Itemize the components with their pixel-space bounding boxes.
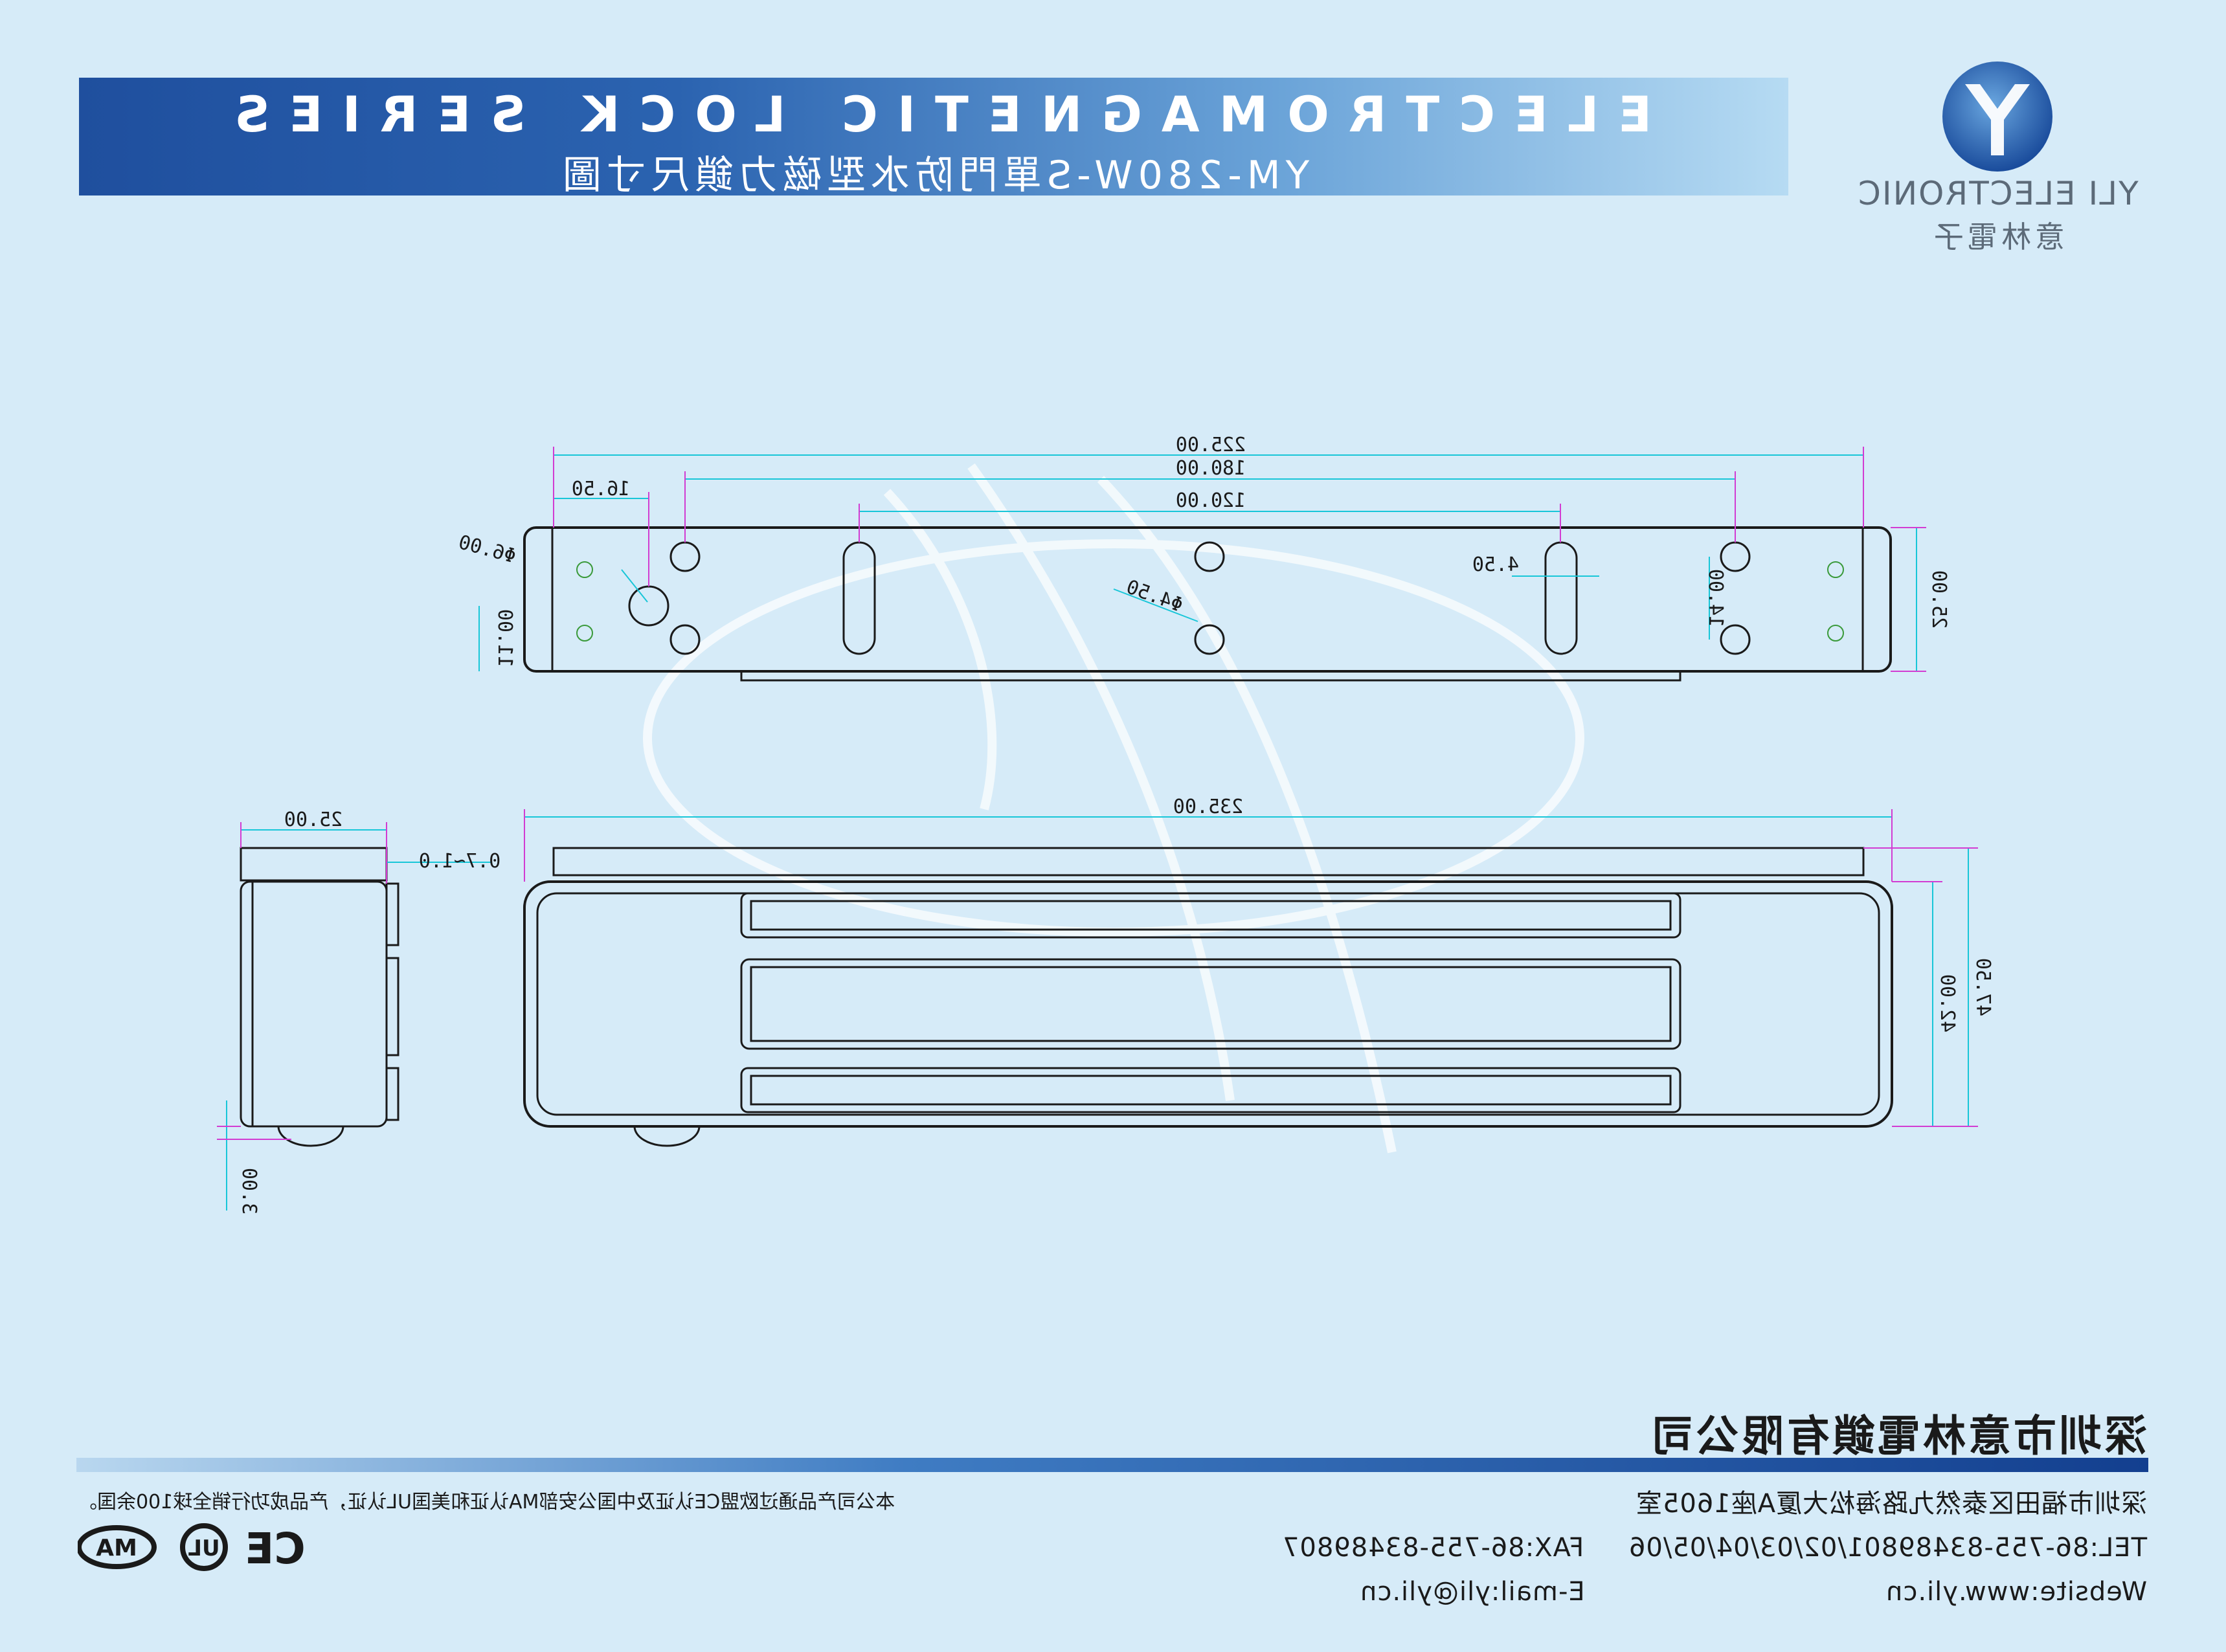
front-dimension-labels: 235.00 42.00 47.50 <box>1173 796 1994 1032</box>
svg-text:UL: UL <box>188 1535 219 1561</box>
watermark-logo <box>643 463 1584 1154</box>
ce-icon: CE <box>245 1524 306 1574</box>
dim-225: 225.00 <box>1176 434 1246 456</box>
dim-120: 120.00 <box>1176 489 1246 512</box>
side-dimension-lines <box>217 822 492 1211</box>
fax: FAX:86-755-83489807 <box>1282 1533 1584 1563</box>
dim-235: 235.00 <box>1173 796 1243 818</box>
company-logo: YLI ELECTRONIC 意林電子 <box>1845 58 2150 259</box>
front-dimension-lines <box>524 809 1978 1127</box>
svg-text:MA: MA <box>96 1535 137 1561</box>
dim-phi-6: Φ6.00 <box>456 531 518 568</box>
dim-25-right: 25.00 <box>1928 570 1950 629</box>
company-name: 深圳市意林電鎖有限公司 <box>1648 1411 2147 1461</box>
dim-3: 3.00 <box>238 1168 260 1214</box>
dim-14: 14.00 <box>1704 569 1727 627</box>
certification-text: 本公司产品通过欧盟CE认证及中国公安部MA认证和美国UL认证，产品成功行销全球1… <box>78 1491 895 1513</box>
dim-42: 42.00 <box>1936 974 1959 1032</box>
footer-divider <box>76 1458 2148 1472</box>
front-view <box>523 847 1893 1147</box>
certification-icons: MA UL CE <box>76 1518 311 1576</box>
dim-16-50: 16.50 <box>572 478 630 500</box>
ma-icon: MA <box>76 1525 157 1569</box>
top-view <box>523 526 1892 682</box>
email-link[interactable]: E-mail:yli@yli.cn <box>1360 1577 1585 1607</box>
telephone: TEL:86-755-83489801/02/03/04/05/06 <box>1628 1533 2147 1563</box>
dim-25-side: 25.00 <box>284 809 343 831</box>
top-dimension-lines <box>478 447 1926 672</box>
dim-180: 180.00 <box>1176 457 1246 480</box>
side-view <box>240 847 399 1147</box>
dim-47-50: 47.50 <box>1972 958 1994 1016</box>
ul-icon: UL <box>180 1523 228 1571</box>
address: 深圳市福田区泰然九路海松大厦A座1605室 <box>1635 1489 2147 1519</box>
side-dimension-labels: 25.00 0.7~1.0 3.00 <box>238 809 500 1214</box>
dim-gap: 0.7~1.0 <box>419 850 500 873</box>
header-banner: ELECTROMAGNETIC LOCK SERIES YM-280W-S單門防… <box>79 78 1788 198</box>
svg-text:CE: CE <box>245 1524 306 1574</box>
website-link[interactable]: Website:www.yli.cn <box>1885 1577 2147 1607</box>
dim-11: 11.00 <box>493 609 516 667</box>
yli-logo-icon <box>1942 61 2052 172</box>
dim-4-50: 4.50 <box>1472 553 1519 576</box>
